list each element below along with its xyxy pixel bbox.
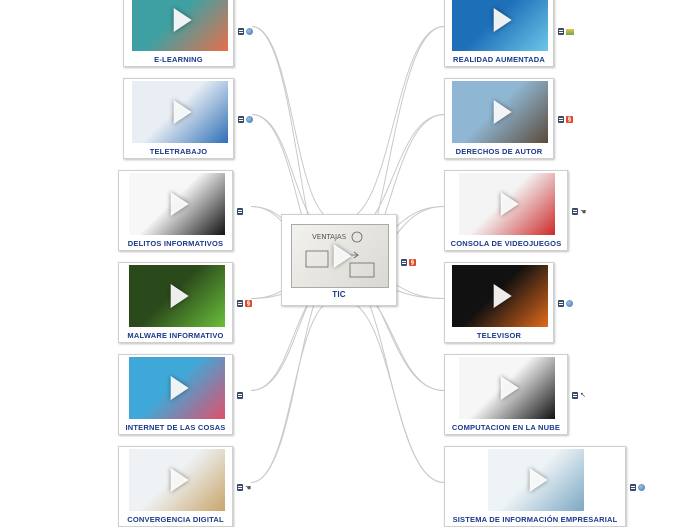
svg-text:VENTAJAS: VENTAJAS bbox=[312, 233, 347, 241]
node-attachments bbox=[558, 300, 573, 307]
connector-left-5 bbox=[250, 299, 336, 483]
node-attachments bbox=[238, 116, 253, 123]
node-thumbnail[interactable]: VENTAJAS bbox=[291, 224, 389, 288]
globe-icon[interactable] bbox=[638, 484, 645, 491]
node-right-1[interactable]: DERECHOS DE AUTOR § bbox=[444, 78, 573, 159]
node-thumbnail[interactable] bbox=[132, 81, 228, 143]
node-attachments bbox=[238, 28, 253, 35]
node-attachments bbox=[237, 392, 243, 399]
node-thumbnail[interactable] bbox=[459, 173, 555, 235]
node-label: COMPUTACION EN LA NUBE bbox=[451, 423, 561, 432]
node-left-1[interactable]: TELETRABAJO bbox=[123, 78, 253, 159]
node-thumbnail[interactable] bbox=[452, 265, 548, 327]
node-thumbnail[interactable] bbox=[129, 265, 225, 327]
image-icon[interactable] bbox=[566, 28, 574, 35]
node-left-0[interactable]: E-LEARNING bbox=[123, 0, 253, 67]
whiteboard-sketch-icon: VENTAJAS bbox=[305, 231, 375, 278]
node-attachments bbox=[237, 208, 243, 215]
link-icon[interactable]: § bbox=[566, 116, 573, 123]
globe-icon[interactable] bbox=[246, 116, 253, 123]
play-icon[interactable] bbox=[493, 100, 512, 124]
node-thumbnail[interactable] bbox=[129, 357, 225, 419]
node-right-4[interactable]: COMPUTACION EN LA NUBE ↖ bbox=[444, 354, 586, 435]
node-center-tic[interactable]: VENTAJAS TIC § bbox=[281, 214, 416, 306]
node-right-2[interactable]: CONSOLA DE VIDEOJUEGOS ☚ bbox=[444, 170, 586, 251]
play-icon[interactable] bbox=[493, 284, 512, 308]
hand-pointer-icon[interactable]: ☚ bbox=[580, 207, 587, 216]
node-label: DELITOS INFORMATIVOS bbox=[127, 239, 224, 248]
node-left-3[interactable]: MALWARE INFORMATIVO § bbox=[118, 262, 252, 343]
note-icon[interactable] bbox=[572, 392, 578, 399]
hand-pointer-icon[interactable]: ☚ bbox=[245, 483, 252, 492]
connector-left-0 bbox=[251, 26, 336, 221]
node-label: INTERNET DE LAS COSAS bbox=[125, 423, 226, 432]
node-thumbnail[interactable] bbox=[452, 81, 548, 143]
node-attachments bbox=[630, 484, 645, 491]
node-thumbnail[interactable] bbox=[488, 449, 584, 511]
node-attachments: ☚ bbox=[237, 484, 253, 491]
globe-icon[interactable] bbox=[566, 300, 573, 307]
node-label: TIC bbox=[332, 290, 346, 299]
note-icon[interactable] bbox=[630, 484, 636, 491]
node-attachments: § bbox=[401, 259, 416, 266]
play-icon[interactable] bbox=[500, 192, 519, 216]
note-icon[interactable] bbox=[558, 300, 564, 307]
globe-icon[interactable] bbox=[246, 28, 253, 35]
node-attachments: ☚ bbox=[572, 208, 588, 215]
play-icon[interactable] bbox=[170, 192, 189, 216]
node-thumbnail[interactable] bbox=[132, 0, 228, 51]
node-thumbnail[interactable] bbox=[129, 173, 225, 235]
node-attachments: ↖ bbox=[572, 392, 587, 399]
play-icon[interactable] bbox=[173, 100, 192, 124]
play-icon[interactable] bbox=[170, 468, 189, 492]
note-icon[interactable] bbox=[558, 116, 564, 123]
node-attachments bbox=[558, 28, 574, 35]
node-label: TELETRABAJO bbox=[149, 147, 208, 156]
node-left-2[interactable]: DELITOS INFORMATIVOS bbox=[118, 170, 243, 251]
node-label: MALWARE INFORMATIVO bbox=[127, 331, 224, 340]
play-icon[interactable] bbox=[173, 8, 192, 32]
node-label: DERECHOS DE AUTOR bbox=[455, 147, 543, 156]
cursor-icon[interactable]: ↖ bbox=[580, 391, 586, 399]
node-attachments: § bbox=[237, 300, 252, 307]
play-icon[interactable] bbox=[170, 284, 189, 308]
connector-right-0 bbox=[342, 26, 445, 221]
link-icon[interactable]: § bbox=[245, 300, 252, 307]
note-icon[interactable] bbox=[238, 28, 244, 35]
node-label: CONSOLA DE VIDEOJUEGOS bbox=[450, 239, 562, 248]
note-icon[interactable] bbox=[401, 259, 407, 266]
node-thumbnail[interactable] bbox=[459, 357, 555, 419]
play-icon[interactable] bbox=[333, 244, 352, 268]
node-right-5[interactable]: SISTEMA DE INFORMACIÓN EMPRESARIAL bbox=[444, 446, 645, 527]
node-label: REALIDAD AUMENTADA bbox=[453, 55, 545, 64]
node-left-4[interactable]: INTERNET DE LAS COSAS bbox=[118, 354, 243, 435]
node-label: TELEVISOR bbox=[476, 331, 522, 340]
play-icon[interactable] bbox=[500, 376, 519, 400]
node-thumbnail[interactable] bbox=[129, 449, 225, 511]
note-icon[interactable] bbox=[238, 116, 244, 123]
play-icon[interactable] bbox=[170, 376, 189, 400]
play-icon[interactable] bbox=[529, 468, 548, 492]
node-thumbnail[interactable] bbox=[452, 0, 548, 51]
link-icon[interactable]: § bbox=[409, 259, 416, 266]
note-icon[interactable] bbox=[237, 484, 243, 491]
note-icon[interactable] bbox=[558, 28, 564, 35]
node-right-3[interactable]: TELEVISOR bbox=[444, 262, 573, 343]
note-icon[interactable] bbox=[237, 392, 243, 399]
note-icon[interactable] bbox=[237, 208, 243, 215]
node-left-5[interactable]: CONVERGENCIA DIGITAL☚ bbox=[118, 446, 251, 527]
play-icon[interactable] bbox=[493, 8, 512, 32]
note-icon[interactable] bbox=[237, 300, 243, 307]
note-icon[interactable] bbox=[572, 208, 578, 215]
node-label: E-LEARNING bbox=[154, 55, 203, 64]
node-right-0[interactable]: REALIDAD AUMENTADA bbox=[444, 0, 574, 67]
node-attachments: § bbox=[558, 116, 573, 123]
